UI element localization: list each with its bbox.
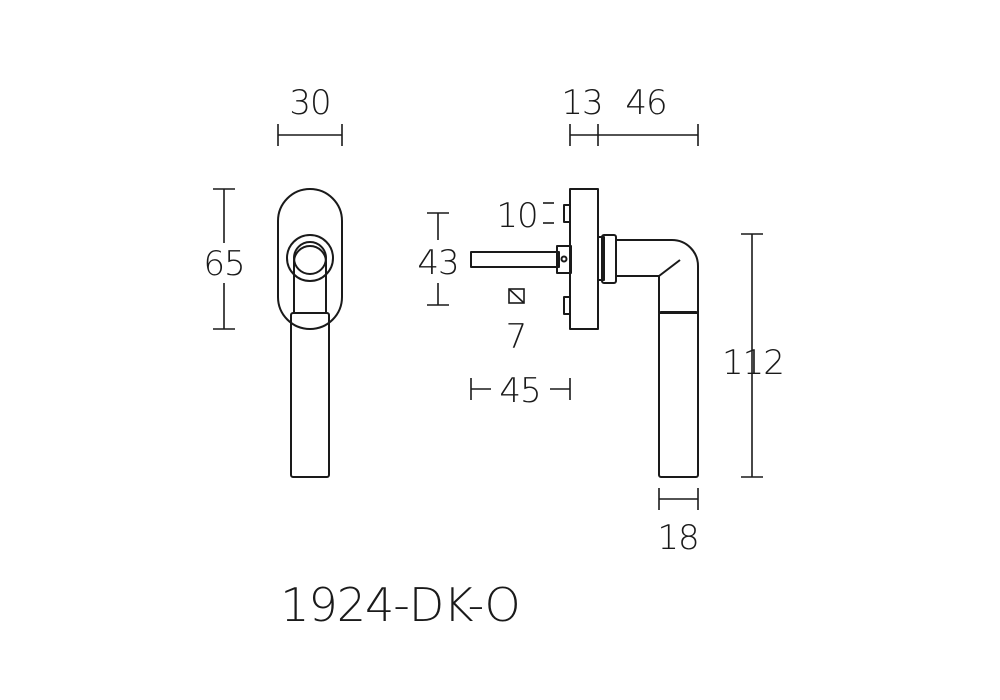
model-number: 1924-DK-O: [280, 578, 520, 632]
side-lever-arm: [616, 239, 699, 314]
spindle-square-icon: [508, 288, 525, 304]
dim-label-grip-width: 18: [657, 518, 698, 558]
front-hub-outer: [286, 234, 334, 282]
dim-label-rose-thickness: 13: [561, 83, 602, 123]
dim-spindle-height: 43: [417, 212, 460, 306]
side-lever-grip: [658, 311, 699, 478]
spindle-screw-icon: [560, 255, 568, 263]
side-rose-plate: [569, 188, 599, 330]
dim-lever-height: 112: [722, 233, 785, 478]
dim-label-spindle-spacing: 10: [496, 196, 537, 236]
dim-label-lever-projection: 46: [625, 83, 666, 123]
dim-label-front-height: 65: [203, 244, 244, 284]
dim-spindle-spacing: 10: [496, 196, 554, 236]
dim-label-spindle-square: 7: [506, 317, 527, 357]
dim-front-width: 30: [277, 83, 343, 146]
dim-label-front-width: 30: [289, 83, 330, 123]
spindle: [470, 251, 560, 268]
spindle-square-detail: 7: [506, 288, 527, 357]
front-lever-grip: [290, 312, 330, 478]
dim-label-lever-height: 112: [722, 343, 784, 383]
front-lever-neck: [293, 245, 327, 312]
dim-side-top: 13 46: [561, 83, 699, 146]
side-view: [470, 188, 699, 478]
front-view: [277, 188, 343, 478]
dim-label-spindle-height: 43: [417, 243, 458, 283]
dim-front-height: 65: [203, 188, 246, 330]
dim-spindle-length: 45: [470, 371, 571, 411]
side-collar: [601, 234, 617, 284]
dim-label-spindle-length: 45: [499, 371, 540, 411]
dim-grip-width: 18: [657, 488, 700, 558]
front-rose: [277, 188, 343, 330]
side-lever-bend-line: [658, 259, 681, 277]
